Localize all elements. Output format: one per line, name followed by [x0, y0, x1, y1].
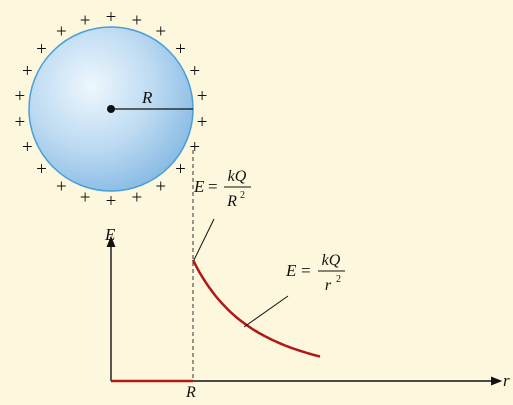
plus-charge: +	[15, 86, 26, 107]
x-axis-label: r	[503, 371, 510, 390]
surface-eq-leader	[193, 218, 215, 261]
surface-field-equation: E = kQ R 2	[193, 168, 251, 210]
plus-charge: +	[197, 86, 208, 107]
plus-charge: +	[155, 176, 166, 197]
eq2-equals: =	[301, 261, 311, 280]
plus-charge: +	[132, 11, 143, 32]
outside-field-equation: E = kQ r 2	[285, 252, 345, 294]
plus-charge: +	[155, 22, 166, 43]
y-axis-label: E	[104, 225, 116, 244]
plus-charge: +	[197, 112, 208, 133]
plus-charge: +	[175, 39, 186, 60]
plus-charge: +	[56, 176, 67, 197]
plus-charge: +	[22, 61, 33, 82]
plus-charge: +	[189, 137, 200, 158]
plus-charge: +	[80, 11, 91, 32]
outside-eq-leader	[243, 295, 289, 328]
field-curve	[111, 259, 321, 383]
outside-field-curve	[191, 259, 321, 358]
plus-charge: +	[80, 187, 91, 208]
plus-charge: +	[22, 137, 33, 158]
eq2-lhs: E	[285, 261, 297, 280]
plus-charge: +	[106, 191, 117, 212]
axes: E r R	[104, 225, 510, 401]
plus-charge: +	[106, 7, 117, 28]
plus-charge: +	[132, 187, 143, 208]
eq1-numerator: kQ	[228, 168, 247, 185]
plus-charge: +	[175, 159, 186, 180]
plus-charge: +	[36, 39, 47, 60]
plus-charge: +	[15, 112, 26, 133]
charged-sphere: R ++++++++++++++++++++++	[15, 7, 208, 212]
eq1-lhs: E	[193, 177, 205, 196]
plus-charge: +	[36, 159, 47, 180]
plus-charge: +	[56, 22, 67, 43]
x-tick-R: R	[185, 384, 196, 400]
eq2-den-exp: 2	[336, 274, 341, 285]
eq2-numerator: kQ	[322, 252, 341, 269]
eq1-den-base: R	[226, 193, 237, 210]
surface-charges: ++++++++++++++++++++++	[15, 7, 208, 212]
eq1-den-exp: 2	[240, 190, 245, 201]
eq1-equals: =	[208, 177, 218, 196]
eq2-den-base: r	[325, 277, 332, 294]
radius-label: R	[141, 88, 153, 107]
plus-charge: +	[189, 61, 200, 82]
